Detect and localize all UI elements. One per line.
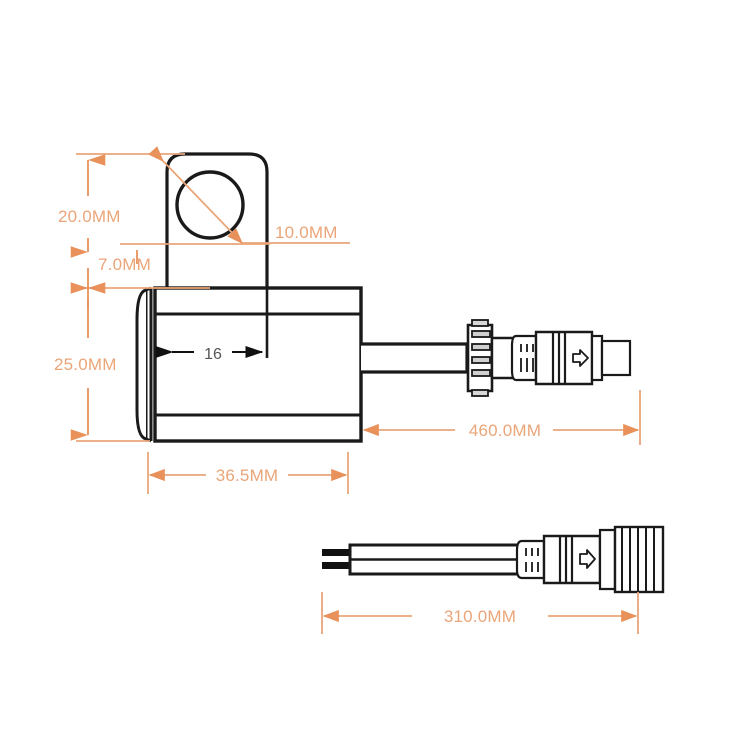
dim-10-label: 10.0MM [275,223,338,242]
upper-connector-collar [590,334,604,382]
lock-body-left-cap [135,288,147,441]
dim-body-width: 36.5MM [147,452,349,494]
upper-cable-jacket [361,342,469,374]
dim-height-body: 25.0MM [54,300,150,442]
lower-connector-bands [558,536,574,583]
dim-7-label: 7.0MM [98,255,151,274]
upper-connector-bands [551,332,567,384]
dim-height-gap: 7.0MM [70,243,270,308]
bare-wire-leads [322,549,350,569]
upper-connector-tip [600,339,632,377]
dim-upper-cable-length: 460.0MM [362,390,641,445]
dim-36-label: 36.5MM [216,466,279,485]
inner-width-label-bg [194,340,232,364]
dim-10-diag-line [148,146,243,244]
upper-strain-relief-ribs [520,344,534,372]
direction-arrow-icon [572,349,589,367]
upper-coupling-nut-bottom-rib [471,389,489,397]
mounting-hole [175,170,245,240]
lower-direction-arrow-icon [579,549,596,569]
dim-lower-cable-length: 310.0MM [321,592,639,634]
lower-strain-relief [515,539,546,580]
wire-lead-lower [322,562,350,569]
wire-lead-upper [322,549,350,556]
male-thread-hatching [621,527,655,592]
dim-20-label: 20.0MM [58,207,121,226]
lower-strain-relief-ribs [525,548,539,572]
upper-coupling-nut-top-rib [471,319,489,327]
dim-460-label: 460.0MM [469,421,541,440]
upper-cable-assembly [361,319,632,397]
lower-cable-assembly [322,525,665,594]
inner-width-label: 16 [204,346,222,363]
dim-310-label: 310.0MM [444,607,516,626]
lock-body-outline [153,286,363,443]
upper-coupling-nut-knurl [471,330,491,377]
dim-25-label: 25.0MM [54,355,117,374]
upper-strain-relief [510,334,538,382]
lower-connector-shoulder [598,528,617,591]
dim-hole-diameter: 10.0MM [148,146,350,244]
